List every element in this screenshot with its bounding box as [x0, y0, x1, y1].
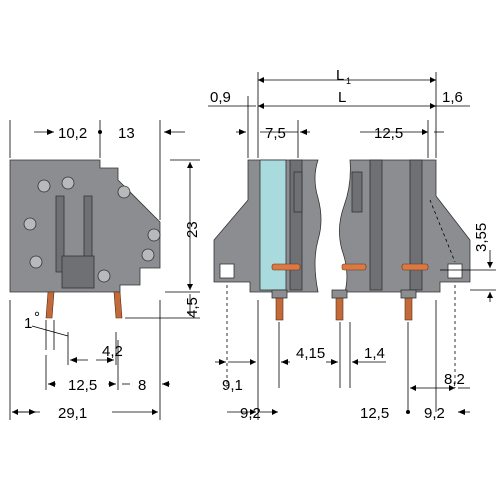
lever [401, 263, 429, 271]
side-hole [97, 269, 111, 283]
dim-3-55: 3,55 [473, 223, 490, 252]
side-lower-block [61, 255, 95, 289]
dim-angle: 1 [24, 315, 32, 332]
front-right-inner [351, 171, 363, 213]
side-hole [147, 228, 161, 242]
dim-9-2-left: 9,2 [240, 405, 261, 422]
front-view: L 1 L 0,9 1,6 7,5 12,5 3,55 [208, 67, 496, 422]
dim-4-15: 4,15 [296, 345, 325, 362]
dim-12-5-top: 12,5 [374, 125, 403, 142]
dim-top-left: 10,2 [58, 125, 87, 142]
dim-12-5-bottom: 12,5 [360, 405, 389, 422]
side-hole [23, 217, 37, 231]
front-pin-base [400, 289, 417, 299]
test-opening-right [447, 263, 463, 279]
side-hole [61, 176, 75, 190]
front-right-slot-2 [409, 159, 423, 291]
dim-9-1: 9,1 [222, 377, 243, 394]
front-right-slot [369, 159, 383, 291]
lever [271, 263, 301, 271]
side-hole [141, 248, 155, 262]
side-view: 10,2 13 23 4,5 1 ° 4,2 12,5 8 [9, 120, 201, 422]
dim-pin-length: 4,5 [184, 297, 201, 318]
dim-top-right: 13 [118, 125, 135, 142]
side-pin-left [45, 291, 55, 319]
side-hole [117, 185, 131, 199]
dim-L1: L [336, 67, 344, 84]
front-pin-base [271, 289, 288, 299]
side-hole [37, 179, 51, 193]
dim-bottom-left: 12,5 [68, 377, 97, 394]
side-hole [29, 255, 43, 269]
dim-9-2-right: 9,2 [424, 405, 445, 422]
dim-pin-pitch: 4,2 [102, 343, 123, 360]
dim-1-6: 1,6 [442, 89, 463, 106]
marker-strip [259, 159, 287, 291]
dim-0-9: 0,9 [210, 89, 231, 106]
dim-height: 23 [184, 221, 201, 238]
dim-8-2: 8,2 [444, 371, 465, 388]
front-pin-base [331, 289, 348, 299]
test-opening-left [219, 263, 235, 279]
dim-L: L [338, 89, 346, 106]
front-left-inner [293, 171, 303, 213]
side-pin-right [113, 291, 123, 319]
center-dot [406, 410, 410, 414]
dim-1-4: 1,4 [364, 345, 385, 362]
lever [341, 263, 367, 271]
dim-bottom-right: 8 [138, 377, 146, 394]
dim-7-5: 7,5 [265, 125, 286, 142]
dim-angle-mark: ° [34, 309, 40, 326]
dim-total-width: 29,1 [58, 405, 87, 422]
center-dot [98, 130, 102, 134]
dim-L1-sub: 1 [346, 76, 351, 86]
